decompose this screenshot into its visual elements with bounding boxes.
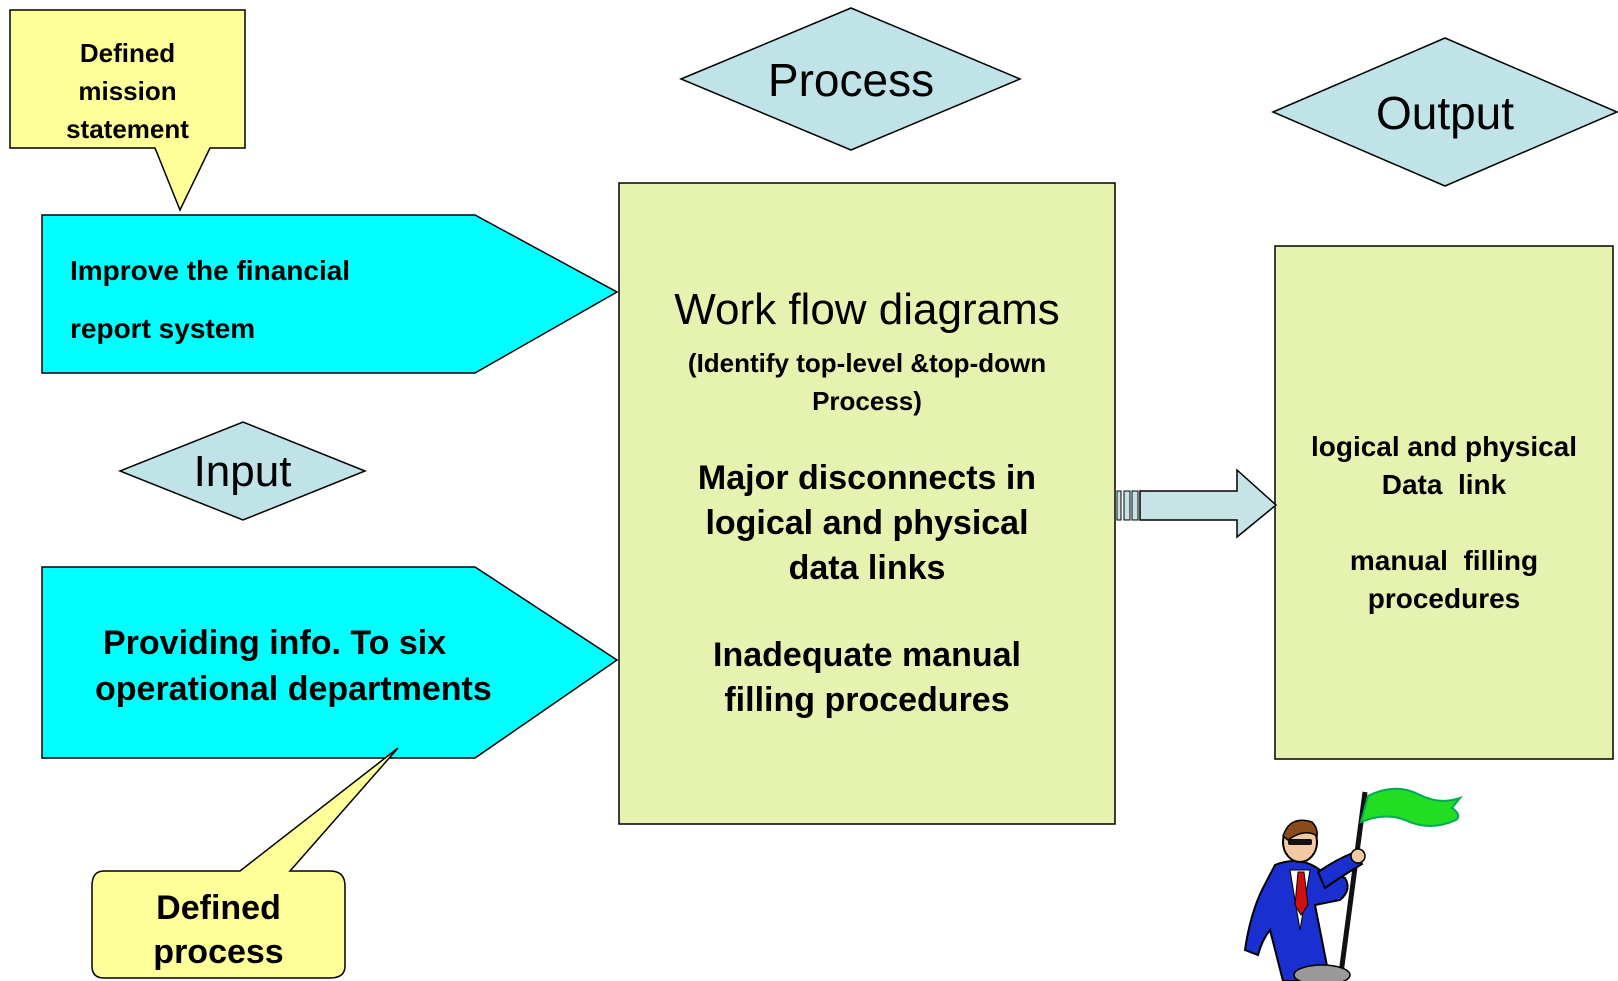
output-box [1274,245,1614,760]
output-box-item-1: logical and physical Data link [1310,431,1578,500]
output-label: Output [1375,87,1515,139]
mission-callout-text: Defined mission statement [66,38,189,144]
output-diamond [1271,37,1618,187]
input-top-text: Improve the financial report system [70,255,351,344]
input-diamond [117,421,368,521]
process-box [618,182,1116,825]
input-label: Input [193,447,292,496]
process-callout-text: Defined process [153,889,284,971]
process-diamond [679,7,1022,151]
input-arrow-top [41,214,619,374]
process-label: Process [767,54,935,106]
input-arrow-bottom [41,566,619,759]
mission-callout-shape [9,9,246,212]
input-bottom-text: Providing info. To six operational depar… [95,624,492,708]
process-box-subtitle: (Identify top-level &top-down Process) [687,348,1047,416]
businessman-with-flag-icon [1243,787,1463,981]
output-box-item-2: manual filling procedures [1349,545,1539,614]
process-box-item-1: Major disconnects in logical and physica… [697,459,1037,587]
process-box-title: Work flow diagrams [674,285,1060,334]
process-callout-shape [91,747,399,979]
process-box-item-2: Inadequate manual filling procedures [713,636,1021,719]
flow-arrow [1116,468,1278,539]
